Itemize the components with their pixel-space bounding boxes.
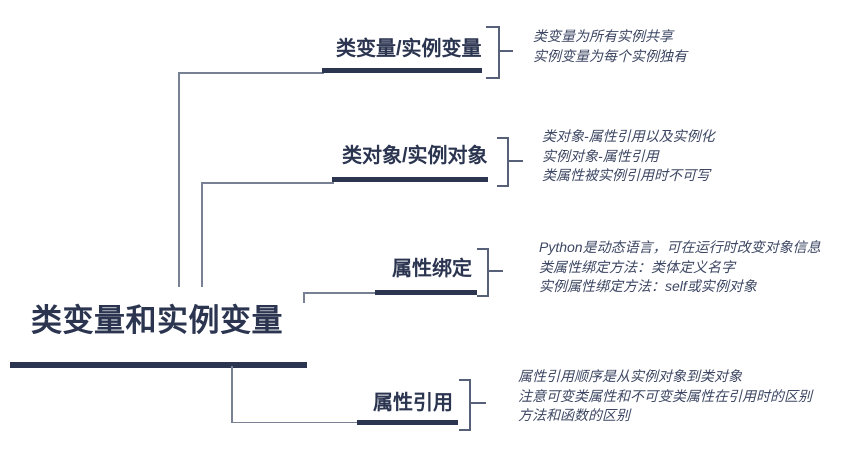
branch-topic-class-vs-instance-variables[interactable]: 类变量/实例变量 [336, 38, 482, 60]
branch2-notes: 类对象-属性引用以及实例化 实例对象-属性引用 类属性被实例引用时不可写 [542, 127, 715, 186]
branch1-notes: 类变量为所有实例共享 实例变量为每个实例独有 [533, 27, 687, 66]
branch4-underline [357, 420, 458, 425]
connector-branch4-horizontal [231, 421, 359, 423]
connector-branch1-vertical [178, 72, 180, 287]
branch3-summary-bracket-tick [487, 270, 503, 272]
branch3-notes: Python是动态语言，可在运行时改变对象信息 类属性绑定方法：类体定义名字 实… [539, 238, 821, 297]
branch1-underline [322, 68, 482, 73]
root-topic[interactable]: 类变量和实例变量 [31, 303, 283, 338]
branch2-underline [332, 177, 488, 182]
branch4-summary-bracket [459, 379, 471, 431]
connector-branch2-vertical [201, 182, 203, 287]
note-line[interactable]: 类属性绑定方法：类体定义名字 [539, 258, 735, 275]
note-line[interactable]: 属性引用顺序是从实例对象到类对象 [518, 368, 742, 384]
branch-topic-class-vs-instance-objects[interactable]: 类对象/实例对象 [342, 145, 488, 167]
note-line[interactable]: 类属性被实例引用时不可写 [542, 167, 710, 183]
branch3-underline [375, 290, 477, 295]
branch4-notes: 属性引用顺序是从实例对象到类对象 注意可变类属性和不可变类属性在引用时的区别 方… [518, 367, 812, 426]
branch-topic-attribute-binding[interactable]: 属性绑定 [392, 258, 472, 280]
note-line[interactable]: 实例属性绑定方法：self或实例对象 [539, 278, 757, 294]
branch1-summary-bracket-tick [498, 50, 513, 52]
note-line[interactable]: 实例变量为每个实例独有 [533, 47, 687, 64]
connector-branch2-horizontal [201, 182, 334, 184]
branch4-summary-bracket-tick [469, 402, 486, 404]
note-line[interactable]: 实例对象-属性引用 [542, 147, 659, 164]
note-line[interactable]: 类对象-属性引用以及实例化 [542, 128, 715, 144]
note-line[interactable]: 方法和函数的区别 [518, 407, 630, 423]
note-line[interactable]: 注意可变类属性和不可变类属性在引用时的区别 [518, 387, 812, 404]
connector-branch1-horizontal [178, 72, 324, 74]
branch1-summary-bracket [486, 26, 500, 79]
note-line[interactable]: 类变量为所有实例共享 [533, 28, 673, 44]
connector-branch3-vertical [303, 292, 305, 303]
branch3-summary-bracket [477, 248, 489, 297]
connector-branch4-vertical [231, 366, 233, 423]
branch2-summary-bracket [497, 137, 509, 187]
connector-branch3-horizontal [303, 292, 377, 294]
root-topic-underline [10, 362, 307, 368]
branch-topic-attribute-reference[interactable]: 属性引用 [373, 392, 453, 414]
note-line[interactable]: Python是动态语言，可在运行时改变对象信息 [539, 239, 821, 255]
branch2-summary-bracket-tick [507, 160, 523, 162]
